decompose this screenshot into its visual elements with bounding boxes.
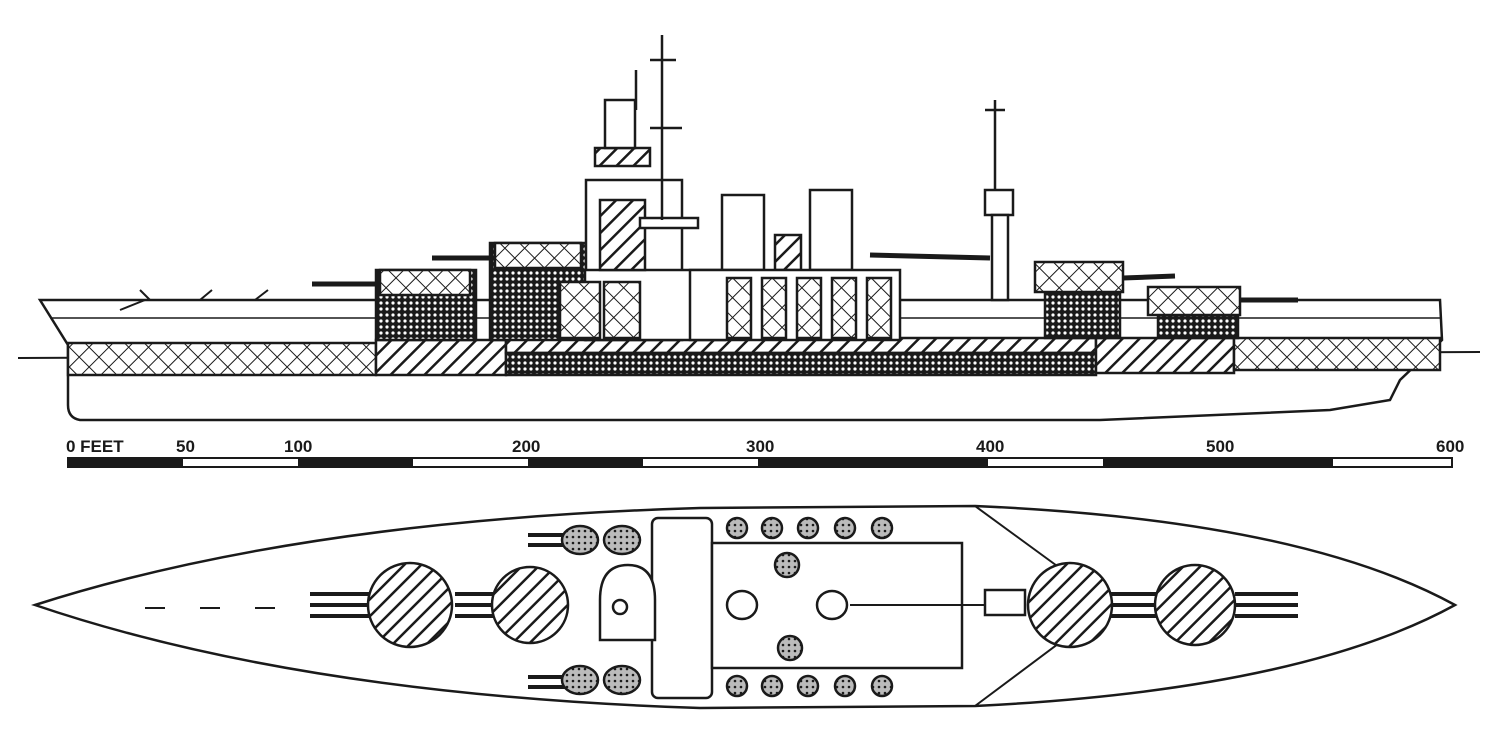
scale-label-500: 500 xyxy=(1206,437,1234,456)
scale-label-400: 400 xyxy=(976,437,1004,456)
turret-y-plan xyxy=(1153,563,1237,647)
belt-hatch-fore xyxy=(374,338,508,377)
scale-bar: 0 FEET 50 100 200 300 400 500 600 xyxy=(66,437,1464,468)
belt-main xyxy=(504,351,1098,377)
scale-label-0: 0 FEET xyxy=(66,437,124,456)
plan-view xyxy=(31,504,1458,710)
scale-label-100: 100 xyxy=(284,437,312,456)
turret-a-plan xyxy=(366,561,454,649)
belt-crosshatch-aft xyxy=(1232,336,1442,372)
scale-label-200: 200 xyxy=(512,437,540,456)
scale-label-50: 50 xyxy=(176,437,195,456)
funnel-aft xyxy=(808,188,854,272)
turret-a-side xyxy=(378,268,472,297)
scale-label-600: 600 xyxy=(1436,437,1464,456)
funnel-fore xyxy=(720,193,766,272)
scale-label-300: 300 xyxy=(746,437,774,456)
turret-x-side xyxy=(1033,260,1125,294)
turret-b-side xyxy=(493,241,583,270)
belt-hatch-aft xyxy=(1094,336,1236,375)
turret-y-side xyxy=(1146,285,1242,317)
turret-b-plan xyxy=(490,565,570,645)
side-profile xyxy=(17,35,1481,422)
turret-x-plan xyxy=(1026,561,1114,649)
belt-crosshatch-fore xyxy=(66,341,378,377)
